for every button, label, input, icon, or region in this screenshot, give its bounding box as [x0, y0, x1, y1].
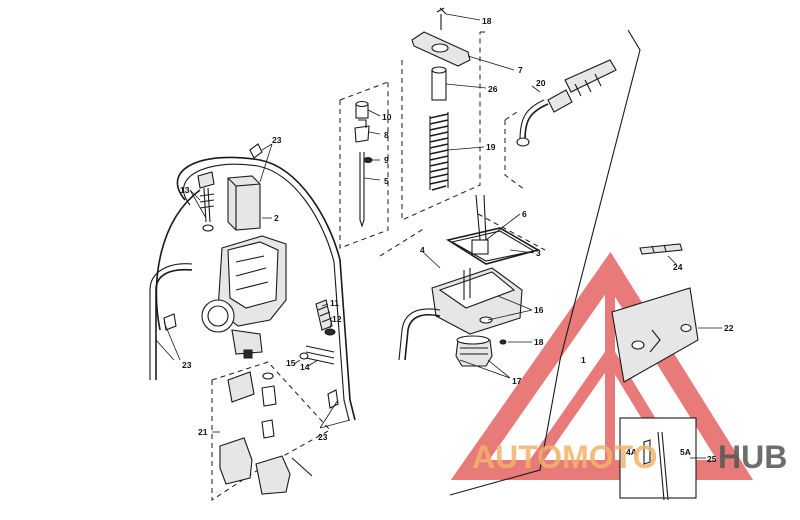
part-needle-5 [359, 152, 365, 228]
callout-4: 4 [420, 245, 425, 255]
callout-18-top: 18 [482, 16, 492, 26]
part-float-bowl-16 [431, 267, 523, 335]
callout-14: 14 [300, 362, 310, 372]
frame-line-1 [449, 29, 641, 496]
part-pilot-screw-13 [197, 171, 215, 232]
callout-3: 3 [536, 248, 541, 258]
callout-8: 8 [384, 130, 389, 140]
callout-1: 1 [581, 355, 586, 365]
part-screw-18-lower [499, 339, 507, 345]
part-kit-21 [219, 371, 313, 495]
part-nut-12 [324, 328, 336, 336]
part-needle-clip-10 [355, 100, 369, 119]
callout-11: 11 [330, 298, 339, 308]
watermark-logo [450, 251, 754, 480]
callout-25: 25 [707, 454, 717, 464]
part-pin-24 [639, 243, 683, 255]
part-spring-14 [305, 345, 335, 365]
watermark-text: AUTOMOTO HUB [472, 439, 787, 475]
watermark-text-automoto: AUTOMOTO [472, 439, 657, 475]
part-clip-9 [363, 157, 373, 163]
part-cap-7 [411, 31, 471, 67]
part-screw-11 [315, 299, 333, 331]
part-gasket-3 [445, 227, 541, 265]
part-spring-19 [429, 112, 449, 191]
callout-15: 15 [286, 358, 296, 368]
callout-22: 22 [724, 323, 734, 333]
callout-23-bottom: 23 [318, 432, 328, 442]
hose-left-loop [176, 156, 356, 421]
part-slide-6 [471, 194, 489, 255]
needle-dash-outline [339, 81, 389, 249]
leader-lines [155, 13, 722, 459]
hose-23-left [155, 268, 193, 380]
callout-24: 24 [673, 262, 683, 272]
callout-17: 17 [512, 376, 522, 386]
part-block-2 [227, 175, 261, 231]
part-sleeve-26 [431, 66, 447, 101]
callout-2: 2 [274, 213, 279, 223]
callout-19: 19 [486, 142, 496, 152]
callout-23-top: 23 [272, 135, 282, 145]
part-clip-23-top [249, 143, 263, 159]
callout-16: 16 [534, 305, 544, 315]
callout-7: 7 [518, 65, 523, 75]
part-seat-8 [354, 119, 370, 143]
part-boot-17 [455, 335, 493, 367]
part-bracket-22 [611, 287, 699, 383]
callout-5a: 5A [680, 447, 691, 457]
part-cable-20 [516, 59, 617, 147]
watermark-text-hub: HUB [718, 439, 787, 475]
callout-12: 12 [332, 314, 342, 324]
callout-10: 10 [382, 112, 392, 122]
cable-dash [504, 109, 526, 191]
part-carburettor-body [201, 235, 287, 359]
assembly-dash-outline-top [401, 31, 486, 221]
callout-18-lower: 18 [534, 337, 544, 347]
callout-6: 6 [522, 209, 527, 219]
callout-20: 20 [536, 78, 546, 88]
callout-13: 13 [180, 185, 190, 195]
part-screw-18-top [436, 7, 447, 30]
hose-left-outer [155, 189, 201, 331]
callout-26: 26 [488, 84, 498, 94]
overflow-hose [404, 314, 441, 361]
assembly-diagonal-line [379, 213, 546, 257]
callout-9: 9 [384, 155, 389, 165]
callout-4a: 4A [626, 447, 637, 457]
callout-labels: 18 7 26 20 19 10 8 9 5 23 13 2 6 3 4 24 … [180, 16, 734, 464]
callout-5: 5 [384, 176, 389, 186]
part-ring-15 [299, 352, 309, 360]
callout-21: 21 [198, 427, 208, 437]
callout-23-left: 23 [182, 360, 192, 370]
